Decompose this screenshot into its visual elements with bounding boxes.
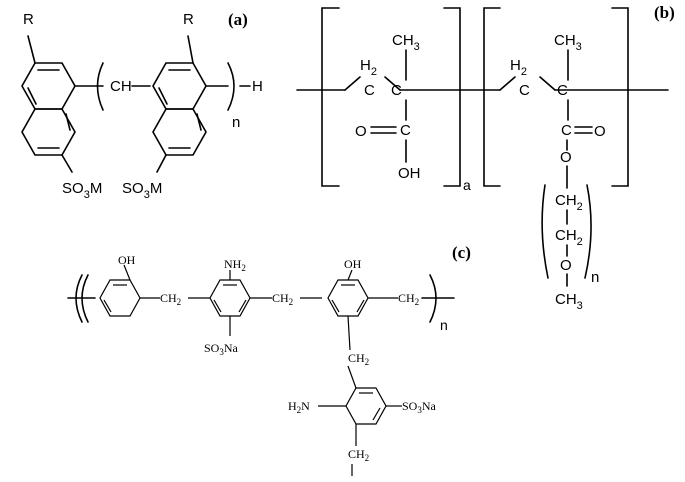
panel-a-label: (a) bbox=[228, 10, 248, 29]
panel-c-label: (c) bbox=[452, 243, 471, 262]
r-group-right: R bbox=[183, 11, 194, 28]
ring-a4 bbox=[152, 108, 207, 156]
paren-open-peg bbox=[541, 184, 549, 279]
ch2-c1: CH2 bbox=[160, 291, 181, 307]
repeat-n-c: n bbox=[440, 317, 448, 333]
ch2-c2: CH2 bbox=[272, 291, 293, 307]
so3m-right: SO3M bbox=[122, 180, 162, 201]
ch3-2: CH3 bbox=[554, 32, 582, 53]
oh: OH bbox=[398, 165, 421, 182]
ring-c3 bbox=[327, 279, 369, 317]
bracket-close-b2 bbox=[611, 7, 629, 187]
ring-c2 bbox=[209, 279, 251, 317]
c-carboxyl: C bbox=[400, 122, 411, 139]
o-carbonyl-2: O bbox=[594, 123, 606, 140]
naphthalene-right bbox=[152, 35, 229, 173]
ch2-peg-2: CH2 bbox=[555, 227, 583, 248]
bracket-close-b1 bbox=[443, 7, 461, 187]
repeat-n-b: n bbox=[591, 269, 599, 286]
repeat-n-a: n bbox=[232, 114, 240, 131]
oh-c2: OH bbox=[344, 257, 362, 271]
o-ether: O bbox=[560, 257, 572, 274]
panel-c: (c) n OH CH2 NH2 SO3Na CH2 O bbox=[67, 243, 471, 476]
c-3: C bbox=[519, 82, 530, 99]
c-1: C bbox=[364, 82, 375, 99]
nh2-c: NH2 bbox=[224, 257, 246, 273]
c-ester: C bbox=[561, 122, 572, 139]
ch3-1: CH3 bbox=[392, 32, 420, 53]
c-4: C bbox=[557, 82, 568, 99]
bracket-open-b1 bbox=[321, 7, 340, 187]
repeat-a: a bbox=[463, 177, 471, 193]
o-ester: O bbox=[560, 149, 572, 166]
so3m-left: SO3M bbox=[62, 180, 102, 201]
o-carbonyl-1: O bbox=[355, 123, 367, 140]
paren-close-peg bbox=[584, 184, 592, 279]
paren-close-a bbox=[227, 62, 235, 111]
naphthalene-left bbox=[21, 35, 104, 173]
h-end: H bbox=[252, 78, 263, 95]
so3na-c2: SO3Na bbox=[402, 399, 437, 415]
so3na-c1: SO3Na bbox=[204, 341, 239, 357]
h2-2: H2 bbox=[510, 57, 527, 78]
ch2-c3: CH2 bbox=[398, 291, 419, 307]
bracket-open-b2 bbox=[483, 7, 501, 187]
ch2-c5: CH2 bbox=[348, 447, 369, 463]
panel-a: (a) R SO3M CH bbox=[21, 10, 263, 201]
ch-label: CH bbox=[110, 78, 132, 95]
panel-b-label: (b) bbox=[654, 3, 675, 22]
oh-c1: OH bbox=[118, 253, 136, 267]
h2n-c: H2N bbox=[288, 399, 310, 415]
panel-b: (b) a H2 C C CH3 C O OH H2 C C CH3 bbox=[296, 3, 675, 312]
ch2-peg-1: CH2 bbox=[555, 192, 583, 213]
ch3-terminal: CH3 bbox=[555, 291, 583, 312]
r-group-left: R bbox=[23, 11, 34, 28]
c-2: C bbox=[391, 82, 402, 99]
paren-open-a bbox=[96, 62, 104, 111]
h2-1: H2 bbox=[360, 57, 377, 78]
ch2-c4: CH2 bbox=[348, 351, 369, 367]
